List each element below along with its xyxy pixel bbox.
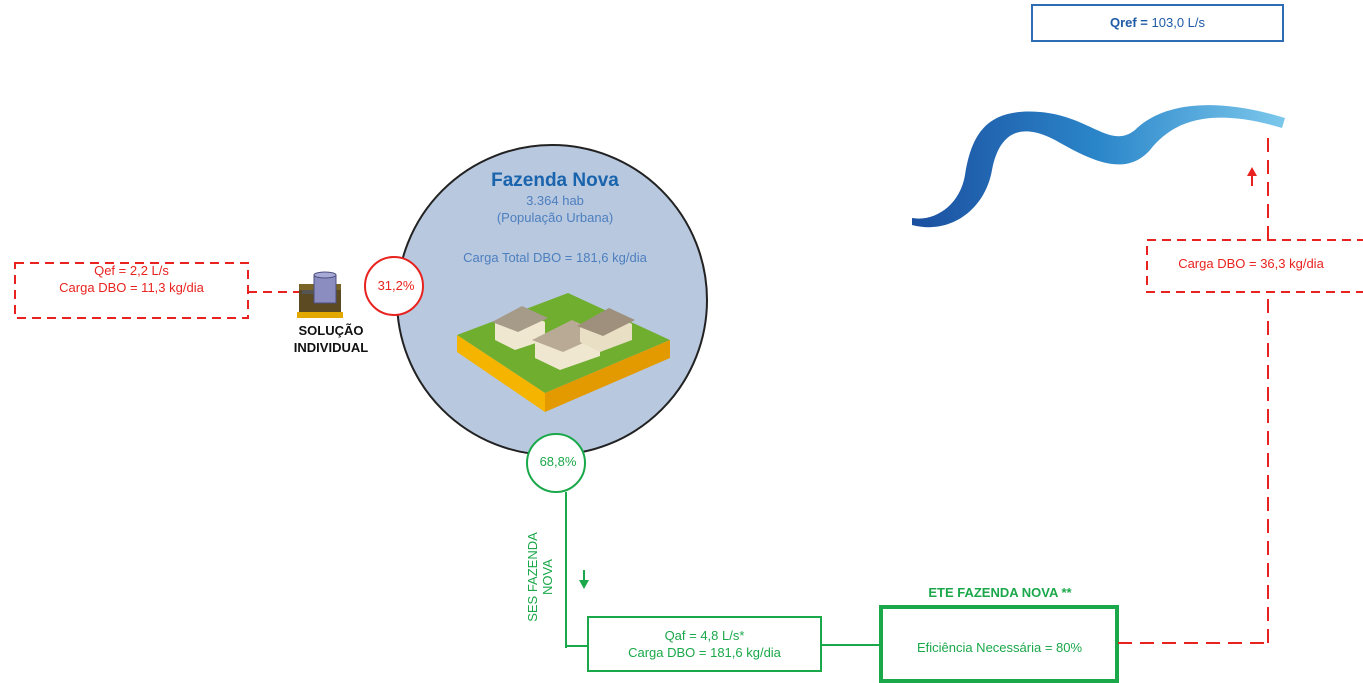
collective-load: Carga DBO = 181,6 kg/dia (628, 645, 781, 660)
river-load-text: Carga DBO = 36,3 kg/dia (1178, 256, 1324, 271)
city-name: Fazenda Nova (491, 170, 619, 191)
qaf-text: Qaf = 4,8 L/s* Carga DBO = 181,6 kg/dia (588, 627, 821, 661)
individual-load-box (14, 262, 249, 319)
collective-percent: 68,8% (539, 454, 577, 469)
qaf-box (587, 616, 822, 672)
qref-box: Qref = 103,0 L/s (1031, 4, 1284, 42)
collective-percent-circle (526, 433, 586, 493)
individual-load-text: Qef = 2,2 L/s Carga DBO = 11,3 kg/dia (15, 262, 248, 296)
river-load-box (1146, 239, 1363, 293)
ses-system-label: SES FAZENDA NOVA (525, 507, 555, 647)
collective-flow: Qaf = 4,8 L/s* (664, 628, 745, 643)
qref-value: 103,0 L/s (1151, 15, 1206, 30)
individual-label-line1: SOLUÇÃO (298, 323, 364, 338)
city-total-load: Carga Total DBO = 181,6 kg/dia (463, 250, 647, 265)
river-shape (912, 105, 1285, 228)
individual-percent: 31,2% (377, 278, 415, 293)
ete-efficiency: Eficiência Necessária = 80% (916, 640, 1083, 655)
ses-label-line1: SES FAZENDA (525, 532, 540, 622)
ete-title: ETE FAZENDA NOVA ** (928, 585, 1072, 600)
qref-label: Qref = (1109, 15, 1148, 30)
individual-flow: Qef = 2,2 L/s (94, 263, 169, 278)
ete-box (879, 605, 1119, 683)
houses-icon (457, 293, 670, 412)
ses-label-line2: NOVA (540, 559, 555, 595)
individual-label-line2: INDIVIDUAL (293, 340, 369, 355)
city-population: 3.364 hab (526, 193, 584, 208)
individual-percent-circle (364, 256, 424, 316)
individual-solution-label: SOLUÇÃO INDIVIDUAL (276, 322, 386, 356)
city-population-note: (População Urbana) (496, 210, 614, 225)
septic-tank-icon (297, 271, 343, 318)
individual-load: Carga DBO = 11,3 kg/dia (59, 280, 204, 295)
